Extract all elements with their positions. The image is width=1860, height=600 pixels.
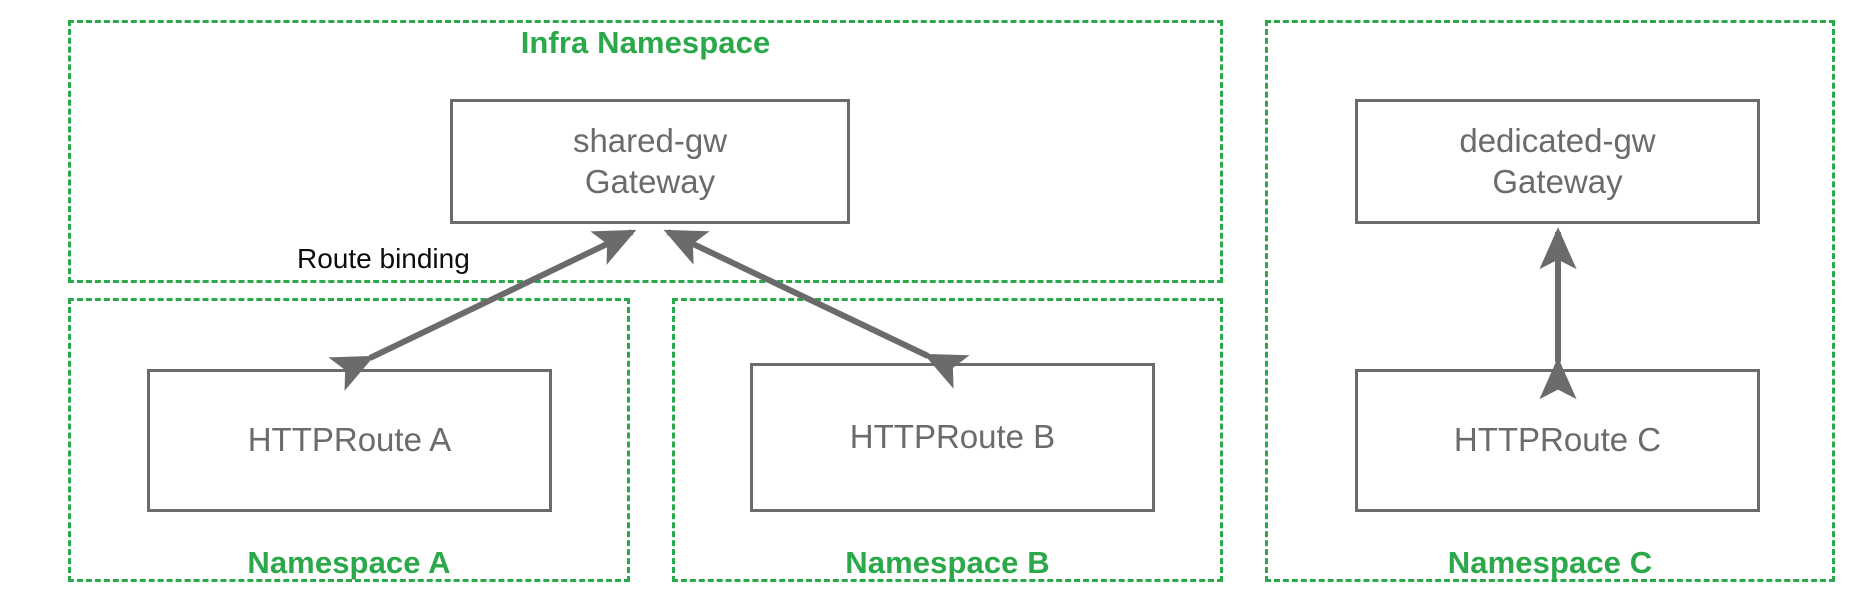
resource-label-httproute-b: HTTPRoute B — [849, 418, 1056, 456]
resource-box-httproute-b[interactable]: HTTPRoute B — [750, 363, 1155, 512]
namespace-label-c: Namespace C — [1447, 545, 1653, 580]
resource-label-dedicated-gw-line2: Gateway — [1492, 162, 1623, 200]
resource-label-httproute-a: HTTPRoute A — [247, 421, 452, 459]
resource-label-dedicated-gw-line1: dedicated-gw — [1459, 122, 1656, 160]
resource-box-dedicated-gw[interactable]: dedicated-gw Gateway — [1355, 99, 1760, 224]
namespace-label-a: Namespace A — [247, 545, 451, 580]
namespace-label-infra: Infra Namespace — [520, 25, 771, 60]
resource-box-shared-gw[interactable]: shared-gw Gateway — [450, 99, 850, 224]
resource-box-httproute-a[interactable]: HTTPRoute A — [147, 369, 552, 512]
namespace-box-c — [1265, 20, 1835, 582]
namespace-label-b: Namespace B — [845, 545, 1050, 580]
resource-label-httproute-c: HTTPRoute C — [1453, 421, 1662, 459]
resource-box-httproute-c[interactable]: HTTPRoute C — [1355, 369, 1760, 512]
resource-label-shared-gw-line1: shared-gw — [572, 122, 728, 160]
edge-label-route-binding: Route binding — [297, 243, 470, 274]
namespace-box-infra — [68, 20, 1223, 283]
resource-label-shared-gw-line2: Gateway — [584, 162, 716, 200]
